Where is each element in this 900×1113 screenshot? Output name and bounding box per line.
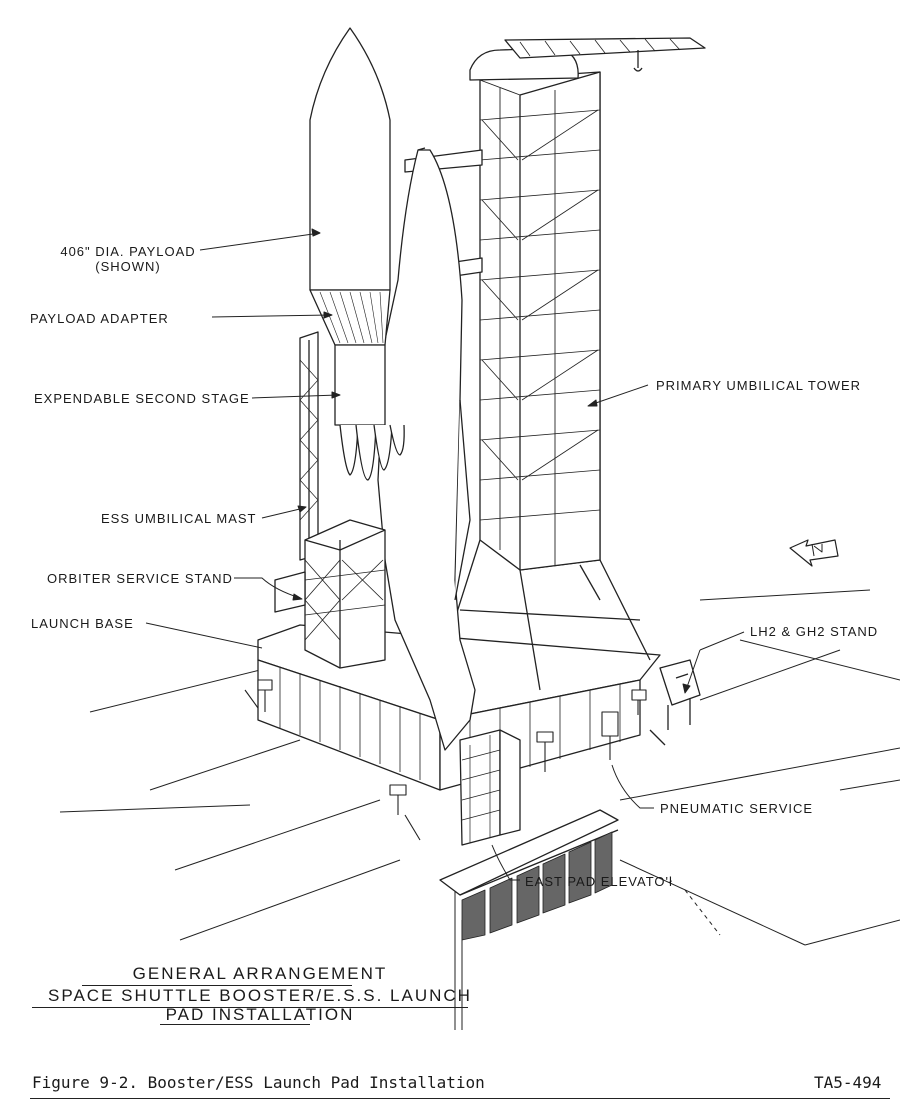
figure-caption: Figure 9-2. Booster/ESS Launch Pad Insta… (32, 1073, 485, 1092)
title-underline-1 (82, 985, 352, 986)
ess-umbilical-mast (299, 331, 319, 561)
payload-adapter-label: PAYLOAD ADAPTER (30, 311, 169, 326)
title-line2: SPACE SHUTTLE BOOSTER/E.S.S. LAUNCH (48, 986, 472, 1005)
orbiter-stand-label: ORBITER SERVICE STAND (47, 571, 233, 586)
east-pad-elevator (459, 729, 521, 846)
north-arrow-icon (789, 539, 839, 567)
orbiter-service-stand (274, 519, 386, 669)
payload-label-line2: (SHOWN) (95, 259, 161, 274)
payload-stack (309, 27, 405, 481)
figure-code: TA5-494 (814, 1073, 882, 1092)
ess-mast-label: ESS UMBILICAL MAST (101, 511, 257, 526)
caption-rule (30, 1098, 890, 1099)
lh2-stand-label: LH2 & GH2 STAND (750, 624, 879, 639)
primary-umbilical-tower (444, 71, 651, 691)
pad-foundation (439, 809, 619, 941)
title-underline-2 (32, 1007, 468, 1008)
umbilical-tower-label: PRIMARY UMBILICAL TOWER (656, 378, 862, 393)
lh2-stand (649, 659, 701, 746)
east-pad-elevator-label: EAST PAD ELEVATO'ł (525, 874, 673, 889)
payload-label-line1: 406" DIA. PAYLOAD (60, 244, 196, 259)
launch-base-label: LAUNCH BASE (31, 616, 134, 631)
hammerhead-crane (469, 37, 706, 81)
pneumatic-service-label: PNEUMATIC SERVICE (660, 801, 814, 816)
title-line3: PAD INSTALLATION (165, 1005, 355, 1024)
payload-label: 406" DIA. PAYLOAD (SHOWN) (48, 244, 208, 274)
title-underline-3 (160, 1024, 310, 1025)
orbiter (377, 147, 476, 751)
second-stage-label: EXPENDABLE SECOND STAGE (34, 391, 250, 406)
title-line1: GENERAL ARRANGEMENT (132, 964, 388, 983)
leader-lines (145, 228, 745, 881)
